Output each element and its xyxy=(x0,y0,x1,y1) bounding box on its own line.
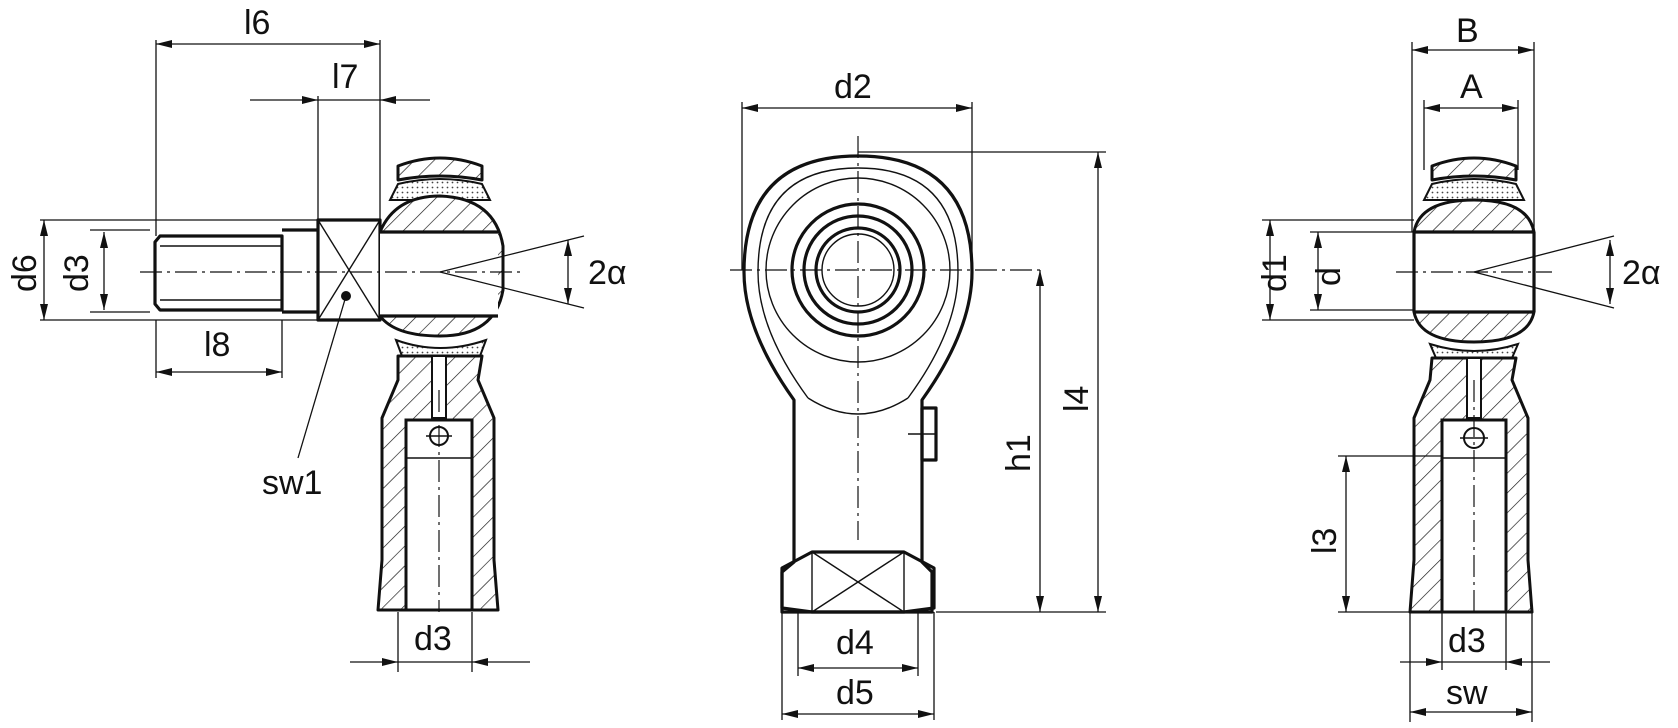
label-d1: d1 xyxy=(1256,254,1294,292)
hex-flats xyxy=(780,550,936,614)
housing-top-right xyxy=(1430,156,1518,182)
left-view: l6 l7 l8 d6 d3 2α sw1 d3 xyxy=(6,4,627,672)
label-l8: l8 xyxy=(204,326,230,364)
label-d6: d6 xyxy=(6,254,44,292)
label-2alpha-left: 2α xyxy=(588,254,627,292)
rod-end-body xyxy=(742,154,974,614)
label-sw1: sw1 xyxy=(262,464,322,502)
label-l4: l4 xyxy=(1058,386,1096,412)
label-d2: d2 xyxy=(834,68,872,106)
right-view: B A d1 d 2α l3 d3 sw xyxy=(1256,12,1661,722)
label-A: A xyxy=(1460,68,1483,106)
label-l7: l7 xyxy=(332,58,358,96)
label-h1: h1 xyxy=(1000,434,1038,472)
housing-top xyxy=(396,156,484,182)
label-sw: sw xyxy=(1446,674,1488,712)
label-d3-left: d3 xyxy=(58,254,96,292)
middle-view: d2 h1 l4 d4 d5 xyxy=(730,68,1106,720)
threaded-stud xyxy=(153,234,284,312)
label-d3-bottom-left: d3 xyxy=(414,620,452,658)
label-B: B xyxy=(1456,12,1479,50)
label-d: d xyxy=(1310,267,1348,286)
label-d3-bottom-right: d3 xyxy=(1448,622,1486,660)
label-2alpha-right: 2α xyxy=(1622,254,1661,292)
label-l6: l6 xyxy=(244,4,270,42)
label-l3: l3 xyxy=(1306,528,1344,554)
label-d4: d4 xyxy=(836,624,874,662)
label-d5: d5 xyxy=(836,674,874,712)
